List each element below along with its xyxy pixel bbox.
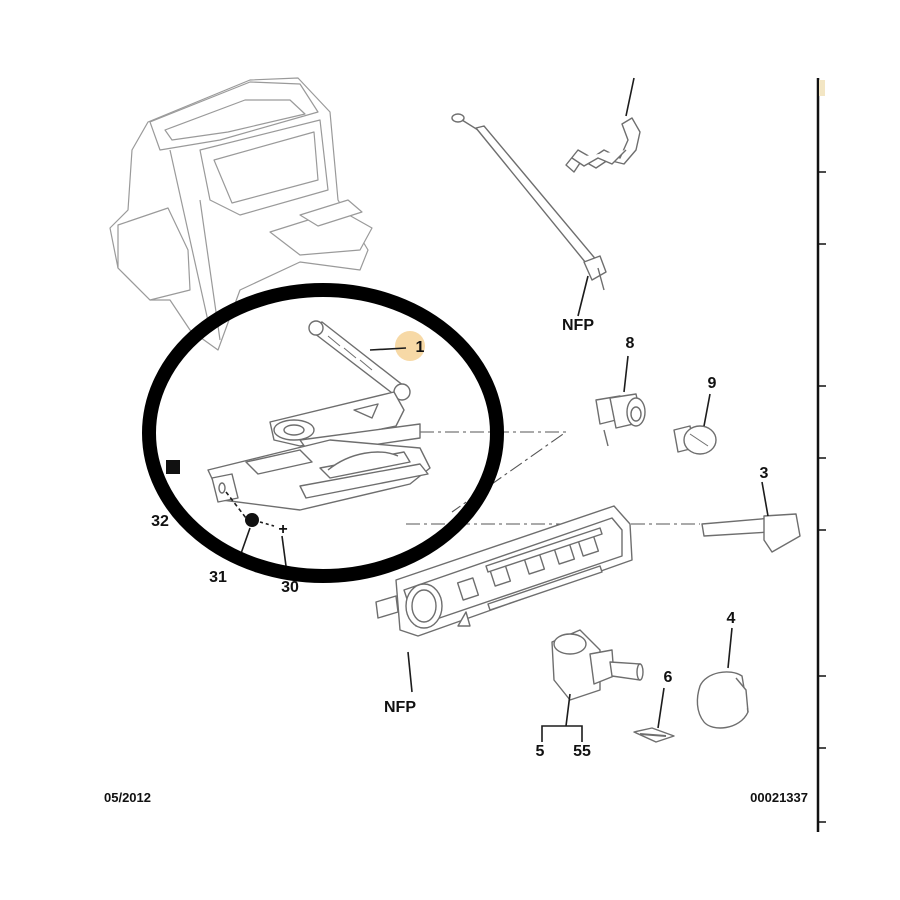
label-part-30: 30 — [281, 579, 299, 596]
plus-symbol: + — [278, 521, 287, 538]
lever-mechanism — [207, 320, 431, 511]
knob-cap — [696, 627, 749, 729]
assembly-lines — [406, 431, 700, 525]
slider-knob — [701, 481, 801, 553]
label-part-55: 55 — [573, 743, 591, 760]
heater-housing — [109, 77, 373, 351]
label-part-4: 4 — [727, 610, 736, 627]
label-nfp-bottom: NFP — [384, 699, 416, 716]
leader-lines-left: + — [166, 331, 425, 567]
cable-clip — [565, 77, 641, 173]
label-part-31: 31 — [209, 569, 227, 586]
footer-date: 05/2012 — [104, 790, 151, 805]
rotary-switch — [541, 629, 644, 742]
footer-reference: 00021337 — [750, 790, 808, 805]
label-part-3: 3 — [760, 465, 769, 482]
label-nfp-top: NFP — [562, 317, 594, 334]
label-part-8: 8 — [626, 335, 635, 352]
small-plate — [633, 687, 675, 743]
label-part-5: 5 — [536, 743, 545, 760]
label-part-6: 6 — [664, 669, 673, 686]
callout-highlight — [395, 331, 425, 361]
label-part-1: 1 — [416, 339, 425, 356]
control-cable — [451, 113, 607, 317]
control-panel — [375, 505, 633, 693]
label-part-9: 9 — [708, 375, 717, 392]
bulb — [673, 393, 717, 455]
margin-rule — [816, 78, 826, 832]
bulb-holder — [595, 355, 646, 447]
highlight-circle — [142, 283, 504, 583]
label-part-32: 32 — [151, 513, 169, 530]
